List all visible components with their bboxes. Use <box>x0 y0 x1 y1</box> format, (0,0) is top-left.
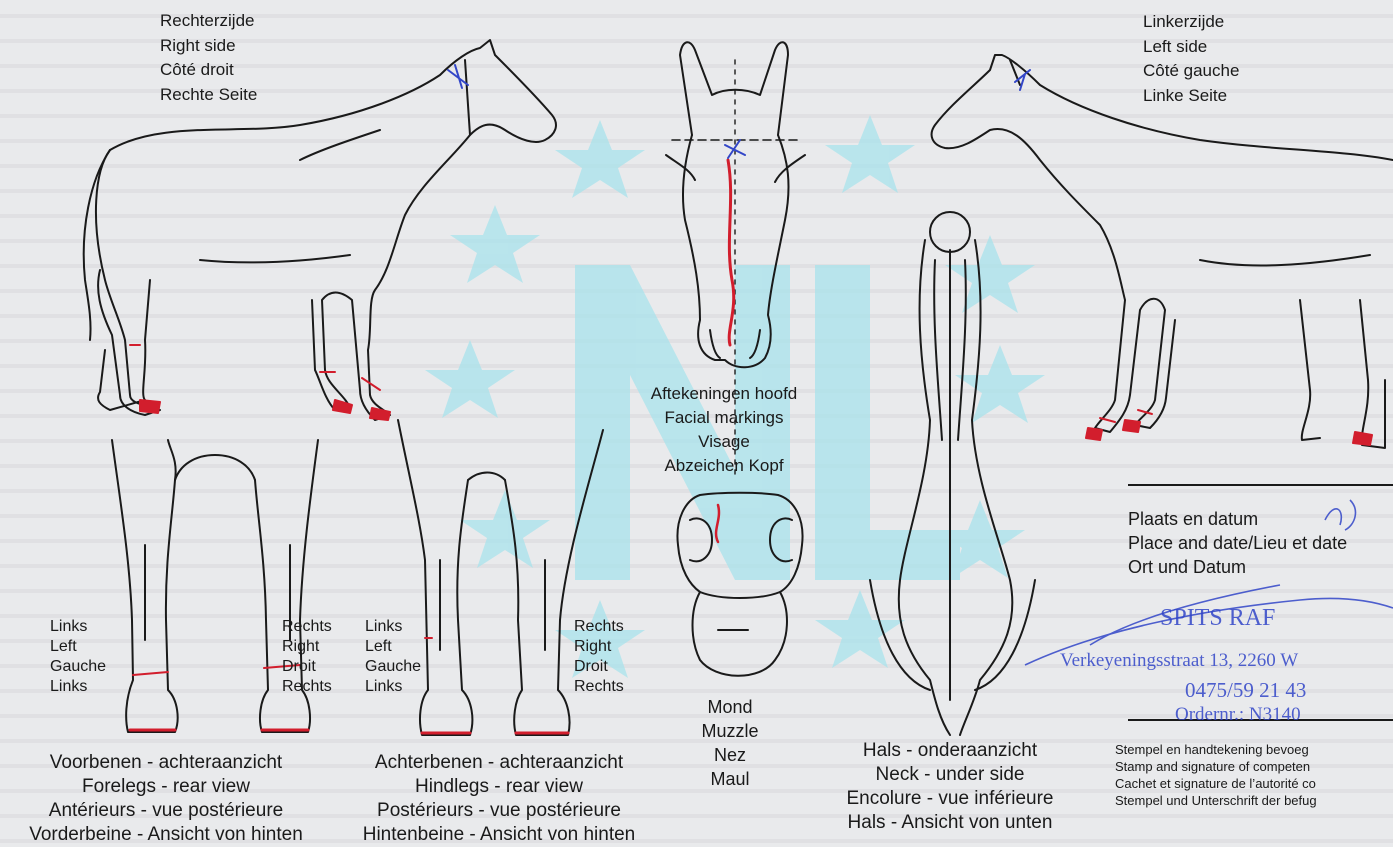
muzzle-line-fr: Nez <box>680 743 780 767</box>
hindlegs-caption-nl: Achterbenen - achteraanzicht <box>334 751 664 775</box>
facial-line-de: Abzeichen Kopf <box>632 454 816 478</box>
neck-caption-nl: Hals - onderaanzicht <box>826 739 1074 763</box>
forelegs-right-en: Right <box>282 637 332 657</box>
hindlegs-caption-en: Hindlegs - rear view <box>334 775 664 799</box>
right-side-line-de: Rechte Seite <box>160 83 257 108</box>
facial-markings-label: Aftekeningen hoofd Facial markings Visag… <box>632 382 816 478</box>
hindlegs-left-en: Left <box>365 637 421 657</box>
muzzle-label: Mond Muzzle Nez Maul <box>680 695 780 791</box>
hindlegs-right-en: Right <box>574 637 624 657</box>
forelegs-left-label: Links Left Gauche Links <box>50 617 106 697</box>
hindlegs-left-nl: Links <box>365 617 421 637</box>
forelegs-caption-fr: Antérieurs - vue postérieure <box>0 799 332 823</box>
right-side-line-nl: Rechterzijde <box>160 9 257 34</box>
forelegs-right-label: Rechts Right Droit Rechts <box>282 617 332 697</box>
neck-caption: Hals - onderaanzicht Neck - under side E… <box>826 739 1074 835</box>
neck-caption-fr: Encolure - vue inférieure <box>826 787 1074 811</box>
left-side-line-en: Left side <box>1143 35 1239 60</box>
forelegs-caption-en: Forelegs - rear view <box>0 775 332 799</box>
hindlegs-right-label: Rechts Right Droit Rechts <box>574 617 624 697</box>
hindlegs-caption-fr: Postérieurs - vue postérieure <box>334 799 664 823</box>
stamp-order: Ordernr.: N3140 <box>1175 704 1301 726</box>
hindlegs-caption-de: Hintenbeine - Ansicht von hinten <box>334 823 664 847</box>
hindlegs-right-nl: Rechts <box>574 617 624 637</box>
forelegs-right-de: Rechts <box>282 677 332 697</box>
forelegs-caption-de: Vorderbeine - Ansicht von hinten <box>0 823 332 847</box>
hindlegs-drawing <box>398 420 603 735</box>
hindlegs-left-de: Links <box>365 677 421 697</box>
hindlegs-left-fr: Gauche <box>365 657 421 677</box>
left-side-label: Linkerzijde Left side Côté gauche Linke … <box>1143 10 1239 108</box>
hindlegs-caption: Achterbenen - achteraanzicht Hindlegs - … <box>334 751 664 847</box>
muzzle-line-de: Maul <box>680 767 780 791</box>
forelegs-right-fr: Droit <box>282 657 332 677</box>
facial-line-en: Facial markings <box>632 406 816 430</box>
stamp-label-nl: Stempel en handtekening bevoeg <box>1115 741 1317 758</box>
muzzle-line-en: Muzzle <box>680 719 780 743</box>
stamp-label-de: Stempel und Unterschrift der befug <box>1115 792 1317 809</box>
forelegs-left-de: Links <box>50 677 106 697</box>
stamp-label-fr: Cachet et signature de l’autorité co <box>1115 775 1317 792</box>
hindlegs-right-fr: Droit <box>574 657 624 677</box>
place-date-label: Plaats en datum Place and date/Lieu et d… <box>1128 507 1347 579</box>
left-side-line-de: Linke Seite <box>1143 84 1239 109</box>
facial-line-nl: Aftekeningen hoofd <box>632 382 816 406</box>
stamp-signature-label: Stempel en handtekening bevoeg Stamp and… <box>1115 741 1317 809</box>
forelegs-left-en: Left <box>50 637 106 657</box>
place-date-nl: Plaats en datum <box>1128 507 1347 531</box>
place-date-en-fr: Place and date/Lieu et date <box>1128 531 1347 555</box>
right-side-line-fr: Côté droit <box>160 58 257 83</box>
forelegs-caption: Voorbenen - achteraanzicht Forelegs - re… <box>0 751 332 847</box>
right-side-line-en: Right side <box>160 34 257 59</box>
neck-caption-en: Neck - under side <box>826 763 1074 787</box>
forelegs-caption-nl: Voorbenen - achteraanzicht <box>0 751 332 775</box>
stamp-name: SPITS RAF <box>1160 605 1275 632</box>
left-side-line-nl: Linkerzijde <box>1143 10 1239 35</box>
place-date-de: Ort und Datum <box>1128 555 1347 579</box>
stamp-phone: 0475/59 21 43 <box>1185 678 1306 703</box>
forelegs-right-nl: Rechts <box>282 617 332 637</box>
neck-caption-de: Hals - Ansicht von unten <box>826 811 1074 835</box>
muzzle-line-nl: Mond <box>680 695 780 719</box>
facial-line-fr: Visage <box>632 430 816 454</box>
stamp-street: Verkeyeningsstraat 13, 2260 W <box>1060 650 1298 672</box>
hindlegs-right-de: Rechts <box>574 677 624 697</box>
stamp-label-en: Stamp and signature of competen <box>1115 758 1317 775</box>
forelegs-left-fr: Gauche <box>50 657 106 677</box>
left-side-line-fr: Côté gauche <box>1143 59 1239 84</box>
forelegs-left-nl: Links <box>50 617 106 637</box>
right-side-label: Rechterzijde Right side Côté droit Recht… <box>160 9 257 107</box>
hindlegs-left-label: Links Left Gauche Links <box>365 617 421 697</box>
